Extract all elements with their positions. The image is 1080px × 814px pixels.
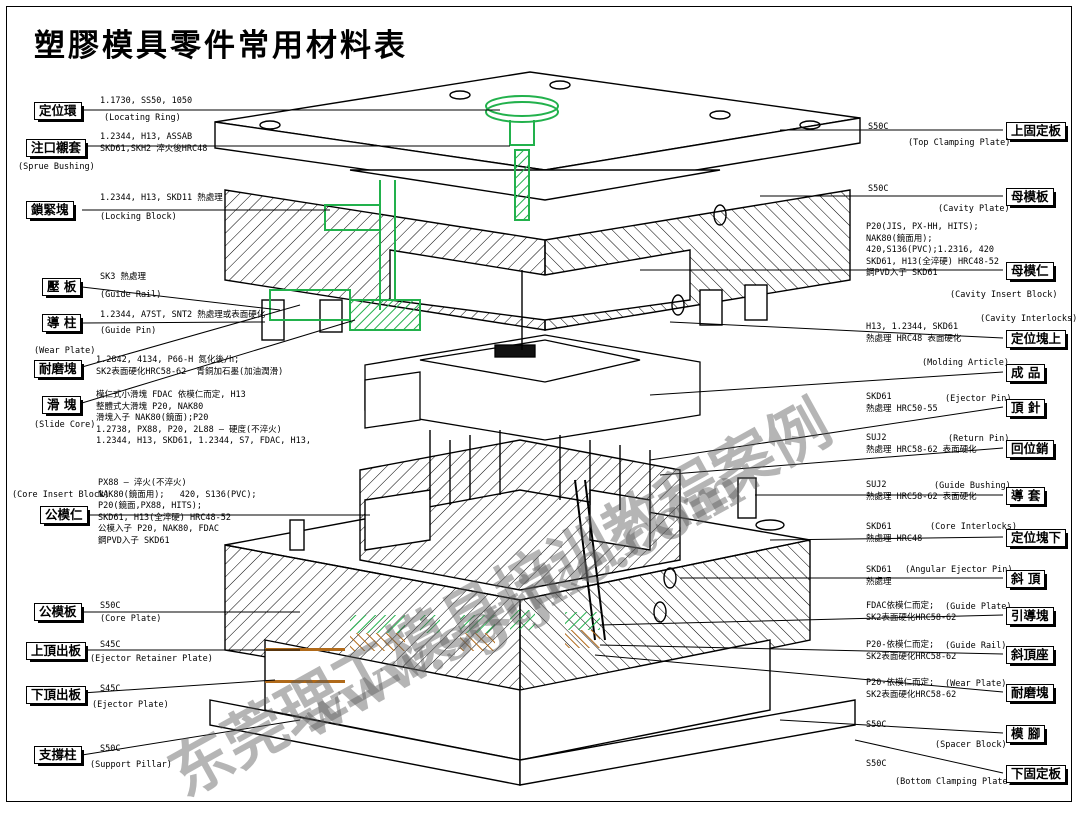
label-wear-plate-r: 耐磨塊	[1006, 684, 1056, 704]
label-return-pin: 回位銷	[1006, 440, 1056, 460]
mat-cavity-interlocks: H13, 1.2344, SKD61 熱處理 HRC48 表面硬化	[866, 322, 962, 344]
label-sprue-bushing: 注口襯套	[26, 139, 89, 159]
mat-core-plate: S50C	[100, 601, 121, 611]
mat-wear-plate-r: P20-依模仁而定; SK2表面硬化HRC58-62	[866, 678, 957, 700]
en-guide-pin: (Guide Pin)	[100, 326, 157, 336]
en-guide-rail-r: (Guide Rail)	[945, 641, 1007, 651]
mat-angular-ejector: SKD61 熱處理	[866, 565, 892, 587]
molding-article-drawing	[364, 334, 701, 441]
en-cavity-insert: (Cavity Insert Block)	[950, 290, 1058, 300]
label-top-clamping: 上固定板	[1006, 122, 1069, 142]
mat-guide-plate: FDAC依模仁而定; SK2表面硬化HRC58-62	[866, 601, 957, 623]
label-guide-plate: 引導塊	[1006, 607, 1056, 627]
mat-wear-plate: 1.2842, 4134, P66-H 氮化後/h; SK2表面硬化HRC58-…	[96, 355, 284, 377]
en-core-interlocks: (Core Interlocks)	[930, 522, 1017, 532]
label-core-interlocks: 定位塊下	[1006, 529, 1069, 549]
mat-bottom-clamping: S50C	[866, 759, 887, 769]
en-spacer-block: (Spacer Block)	[935, 740, 1007, 750]
label-guide-rail-r: 斜頂座	[1006, 646, 1056, 666]
ejector-bands	[265, 610, 600, 683]
label-support-pillar: 支撐柱	[34, 746, 84, 766]
label-ejector-pin: 頂 針	[1006, 399, 1048, 419]
en-ejector-retainer: (Ejector Retainer Plate)	[90, 654, 213, 664]
label-wear-plate: 耐磨塊	[34, 360, 84, 380]
mat-top-clamping: S50C	[868, 122, 889, 132]
upper-mold-half	[214, 71, 861, 341]
en-ejector-plate: (Ejector Plate)	[92, 700, 169, 710]
en-support-pillar: (Support Pillar)	[90, 760, 172, 770]
en-wear-plate-r: (Wear Plate)	[945, 679, 1007, 689]
mat-guide-pin: 1.2344, A7ST, SNT2 熱處理或表面硬化	[100, 310, 266, 320]
label-molding-article: 成 品	[1006, 364, 1048, 384]
label-locking-block: 鎖緊塊	[26, 201, 76, 221]
en-guide-rail: (Guide Rail)	[100, 290, 162, 300]
en-slide-core: (Slide Core)	[34, 420, 96, 430]
mat-ejector-pin: SKD61 熱處理 HRC50-55	[866, 392, 938, 414]
label-ejector-plate: 下頂出板	[26, 686, 89, 706]
label-guide-rail: 壓 板	[42, 278, 84, 298]
en-guide-bushing: (Guide Bushing)	[934, 481, 1011, 491]
label-bottom-clamping: 下固定板	[1006, 765, 1069, 785]
label-core-plate: 公模板	[34, 603, 84, 623]
mat-core-interlocks: SKD61 熱處理 HRC48	[866, 522, 923, 544]
mat-ejector-retainer: S45C	[100, 640, 121, 650]
en-locking-block: (Locking Block)	[100, 212, 177, 222]
mat-slide-core: 模仁式小滑塊 FDAC 依模仁而定, H13 整體式大滑塊 P20, NAK80…	[96, 390, 311, 446]
label-guide-pin: 導 柱	[42, 314, 84, 334]
label-ejector-retainer: 上頂出板	[26, 642, 89, 662]
lower-mold-half	[209, 270, 856, 786]
en-sprue-bushing: (Sprue Bushing)	[18, 162, 95, 172]
en-angular-ejector: (Angular Ejector Pin)	[905, 565, 1013, 575]
label-slide-core: 滑 塊	[42, 396, 84, 416]
label-cavity-insert: 母模仁	[1006, 262, 1056, 282]
page-title: 塑膠模具零件常用材料表	[34, 28, 408, 64]
sprue-locating-ring	[269, 95, 559, 331]
mat-cavity-insert: P20(JIS, PX-HH, HITS); NAK80(鏡面用); 420,S…	[866, 222, 999, 278]
en-molding-article: (Molding Article)	[922, 358, 1009, 368]
mat-cavity-plate: S50C	[868, 184, 889, 194]
label-cavity-plate: 母模板	[1006, 188, 1056, 208]
label-angular-ejector: 斜 頂	[1006, 570, 1048, 590]
page-frame	[6, 6, 1072, 802]
en-cavity-plate: (Cavity Plate)	[938, 204, 1010, 214]
mat-return-pin: SUJ2 熱處理 HRC58-62 表面硬化	[866, 433, 977, 455]
mat-spacer-block: S50C	[866, 720, 887, 730]
leader-lines	[81, 109, 1004, 774]
label-locating-ring: 定位環	[34, 102, 84, 122]
mat-locking-block: 1.2344, H13, SKD11 熱處理	[100, 193, 223, 203]
label-guide-bushing: 導 套	[1006, 487, 1048, 507]
en-core-insert: (Core Insert Block)	[12, 490, 110, 500]
label-cavity-interlocks: 定位塊上	[1006, 330, 1069, 350]
en-wear-plate: (Wear Plate)	[34, 346, 96, 356]
en-cavity-interlocks: (Cavity Interlocks)	[980, 314, 1078, 324]
mat-guide-bushing: SUJ2 熱處理 HRC58-62 表面硬化	[866, 480, 977, 502]
mat-ejector-plate: S45C	[100, 684, 121, 694]
en-locating-ring: (Locating Ring)	[104, 113, 181, 123]
en-guide-plate: (Guide Plate)	[945, 602, 1012, 612]
mat-guide-rail: SK3 熱處理	[100, 272, 146, 282]
en-top-clamping: (Top Clamping Plate)	[908, 138, 1011, 148]
mat-guide-rail-r: P20-依模仁而定; SK2表面硬化HRC58-62	[866, 640, 957, 662]
mat-support-pillar: S50C	[100, 744, 121, 754]
en-core-plate: (Core Plate)	[100, 614, 162, 624]
mat-core-insert: PX88 — 淬火(不淬火) NAK80(鏡面用); 420, S136(PVC…	[98, 478, 257, 546]
en-return-pin: (Return Pin)	[948, 434, 1010, 444]
mat-sprue-bushing: 1.2344, H13, ASSAB SKD61,SKH2 淬火後HRC48	[100, 132, 208, 154]
label-core-insert: 公模仁	[40, 506, 90, 526]
en-ejector-pin: (Ejector Pin)	[945, 394, 1012, 404]
mat-locating-ring: 1.1730, SS50, 1050	[100, 96, 193, 106]
label-spacer-block: 模 腳	[1006, 725, 1048, 745]
en-bottom-clamping: (Bottom Clamping Plate)	[895, 777, 1013, 787]
